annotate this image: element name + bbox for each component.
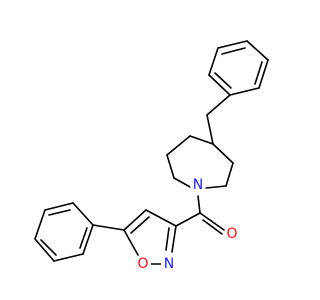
isoxazole-oxygen-label: O (137, 256, 148, 272)
amide-linkage (175, 195, 225, 235)
atom-piperidine-nitrogen: N (190, 177, 206, 193)
phenyl-ring (34, 202, 125, 262)
isoxazole-ring (123, 209, 177, 265)
piperidine-ring (166, 135, 234, 189)
atom-isoxazole-oxygen: O (135, 256, 151, 272)
isoxazole-nitrogen-label: N (164, 256, 174, 272)
methylene-linker (206, 74, 231, 145)
piperidine-nitrogen-label: N (193, 177, 203, 193)
atom-isoxazole-nitrogen: N (161, 256, 177, 272)
benzyl-benzene-ring (208, 40, 269, 96)
atom-carbonyl-oxygen: O (224, 226, 240, 242)
molecule-structure: N O N O (34, 40, 269, 272)
carbonyl-oxygen-label: O (226, 226, 237, 242)
